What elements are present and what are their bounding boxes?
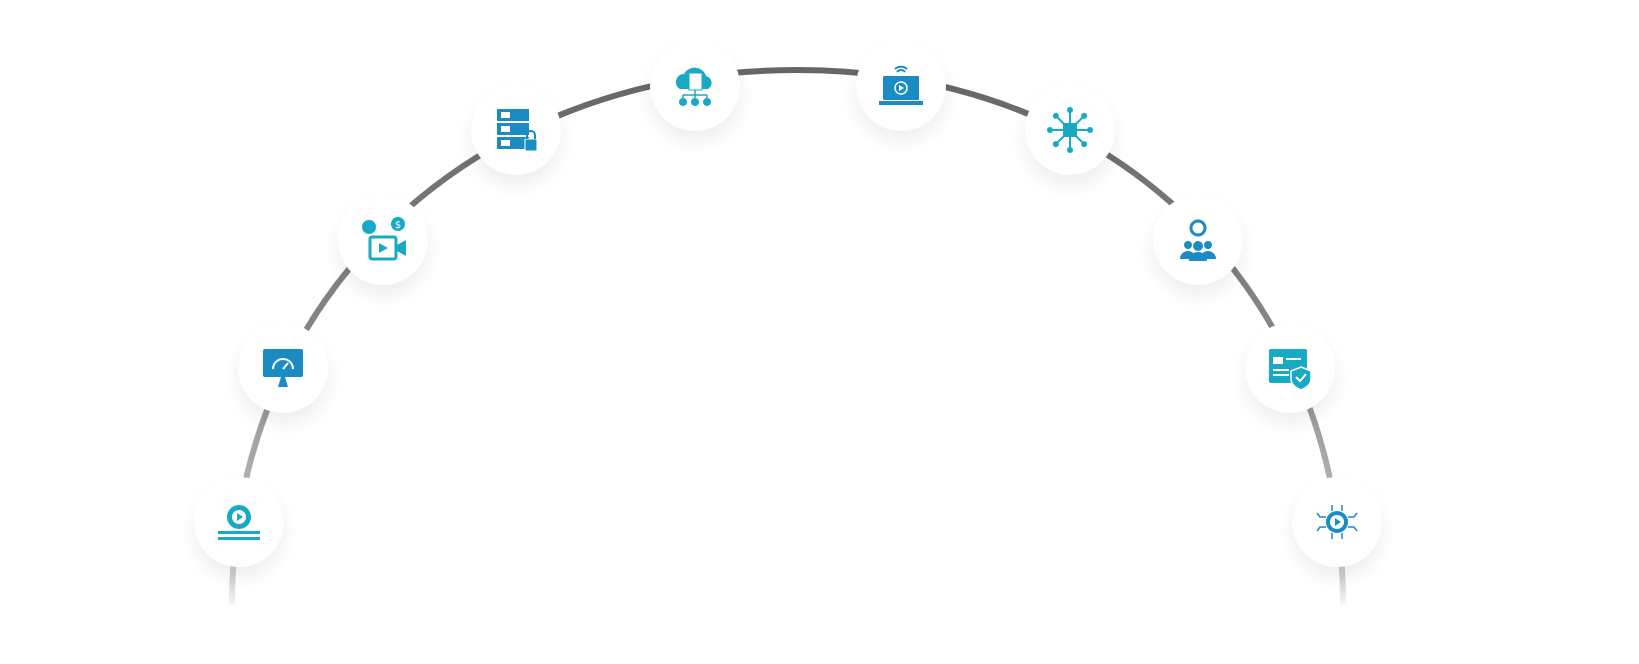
icon-node <box>1292 477 1382 567</box>
cloud-document-network-icon <box>675 67 712 106</box>
arc-path <box>229 66 1346 605</box>
icon-node <box>471 85 561 175</box>
icon-node <box>1025 85 1115 175</box>
video-monetization-icon: $ <box>362 217 406 261</box>
digital-network-hub-icon <box>1047 107 1093 153</box>
performance-monitor-icon <box>263 349 303 387</box>
icon-node <box>1245 323 1335 413</box>
laptop-streaming-icon <box>879 65 923 105</box>
video-production-gear-icon <box>218 505 260 540</box>
icon-node <box>1153 195 1243 285</box>
svg-text:$: $ <box>395 220 401 231</box>
video-circuit-icon <box>1316 505 1358 539</box>
icon-node <box>194 477 284 567</box>
icon-node <box>238 323 328 413</box>
icon-node <box>650 41 740 131</box>
secure-server-icon <box>497 109 538 152</box>
icon-node <box>856 41 946 131</box>
audience-analytics-icon <box>1180 219 1216 261</box>
icon-node: $ <box>338 195 428 285</box>
secure-web-page-icon <box>1269 349 1312 391</box>
